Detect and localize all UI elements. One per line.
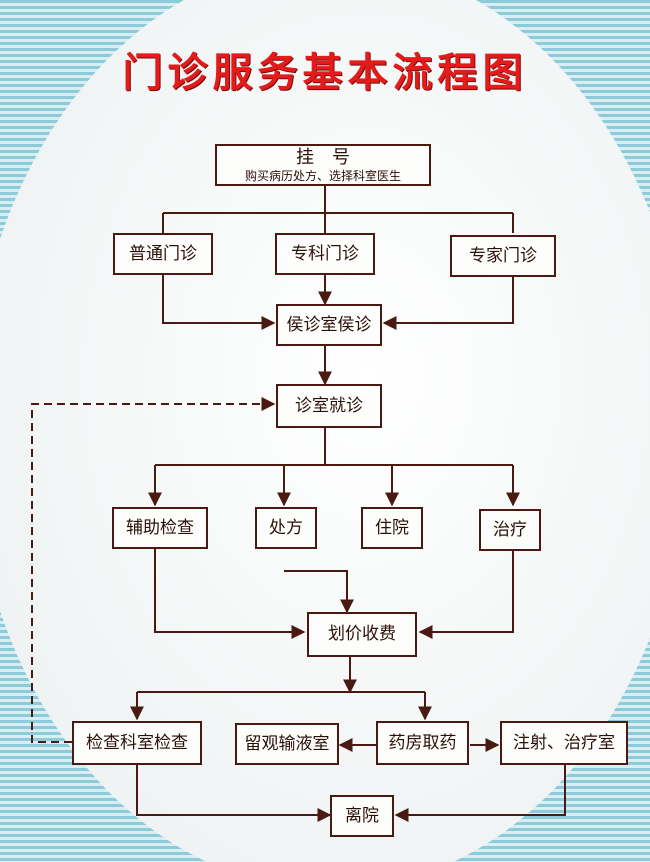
node-hospitalization-label: 住院	[375, 517, 409, 538]
node-waiting-room-label: 侯诊室侯诊	[286, 314, 372, 335]
node-treatment: 治疗	[479, 509, 541, 551]
connector-prescription-to-billing	[284, 570, 354, 614]
node-general-clinic-label: 普通门诊	[129, 243, 197, 264]
connector-auxiliary-to-billing	[154, 549, 306, 639]
connector-expert-to-waiting	[382, 276, 514, 330]
node-expert-clinic-label: 专家门诊	[469, 245, 537, 266]
node-waiting-room: 侯诊室侯诊	[276, 304, 382, 346]
node-observation-room-label: 留观输液室	[244, 733, 330, 754]
node-prescription-label: 处方	[269, 517, 303, 538]
node-consultation-label: 诊室就诊	[295, 395, 363, 416]
node-pharmacy: 药房取药	[376, 721, 469, 765]
node-auxiliary-exam-label: 辅助检查	[126, 517, 194, 538]
node-pharmacy-label: 药房取药	[388, 732, 457, 753]
node-consultation: 诊室就诊	[276, 384, 382, 428]
node-treatment-label: 治疗	[493, 519, 527, 540]
node-observation-room: 留观输液室	[235, 723, 339, 765]
node-general-clinic: 普通门诊	[113, 233, 213, 275]
node-dept-exam-label: 检查科室检查	[86, 732, 188, 753]
node-expert-clinic: 专家门诊	[450, 235, 556, 277]
node-auxiliary-exam: 辅助检查	[112, 507, 208, 549]
node-injection-room-label: 注射、治疗室	[513, 732, 615, 753]
connector-injection-to-discharge	[394, 765, 566, 822]
dashed-return-loop	[31, 397, 276, 743]
node-injection-room: 注射、治疗室	[500, 721, 628, 765]
node-prescription: 处方	[255, 507, 317, 549]
node-specialist-clinic-label: 专科门诊	[291, 243, 359, 264]
node-billing: 划价收费	[307, 612, 417, 657]
node-registration-label: 挂 号	[296, 147, 350, 168]
node-dept-exam: 检查科室检查	[72, 721, 202, 765]
node-registration: 挂 号 购买病历处方、选择科室医生	[215, 144, 431, 186]
node-discharge-label: 离院	[345, 805, 379, 826]
page-title: 门诊服务基本流程图	[122, 50, 528, 96]
node-registration-sublabel: 购买病历处方、选择科室医生	[244, 168, 401, 183]
node-billing-label: 划价收费	[328, 624, 396, 645]
node-specialist-clinic: 专科门诊	[275, 233, 375, 275]
connector-exam-to-discharge	[136, 765, 332, 822]
node-discharge: 离院	[330, 795, 394, 837]
connector-general-to-waiting	[162, 274, 276, 330]
node-hospitalization: 住院	[361, 507, 423, 549]
connector-treatment-to-billing	[418, 551, 514, 639]
